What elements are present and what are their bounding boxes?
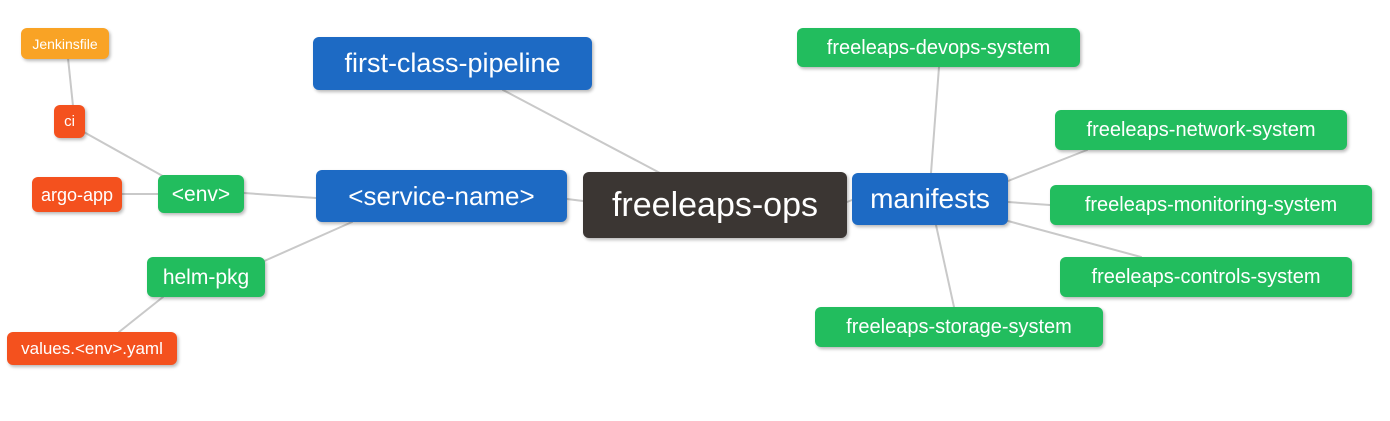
edge-service-name-freeleaps-ops bbox=[566, 198, 584, 202]
edge-manifests-freeleaps-monitoring-system bbox=[1007, 201, 1051, 206]
node-argo-app[interactable]: argo-app bbox=[32, 177, 122, 212]
edge-manifests-freeleaps-storage-system bbox=[935, 224, 955, 308]
node-helm-pkg[interactable]: helm-pkg bbox=[147, 257, 265, 297]
node-freeleaps-network-system[interactable]: freeleaps-network-system bbox=[1055, 110, 1347, 150]
edge-env-service-name bbox=[243, 192, 317, 199]
edge-manifests-freeleaps-controls-system bbox=[1007, 220, 1142, 258]
node-env[interactable]: <env> bbox=[158, 175, 244, 213]
node-freeleaps-storage-system[interactable]: freeleaps-storage-system bbox=[815, 307, 1103, 347]
edge-ci-env bbox=[81, 130, 169, 180]
node-values-env-yaml[interactable]: values.<env>.yaml bbox=[7, 332, 177, 365]
node-freeleaps-ops[interactable]: freeleaps-ops bbox=[583, 172, 847, 238]
node-freeleaps-devops-system[interactable]: freeleaps-devops-system bbox=[797, 28, 1080, 67]
edge-jenkinsfile-ci bbox=[67, 57, 74, 107]
edge-service-name-helm-pkg bbox=[261, 221, 353, 263]
node-freeleaps-controls-system[interactable]: freeleaps-controls-system bbox=[1060, 257, 1352, 297]
node-manifests[interactable]: manifests bbox=[852, 173, 1008, 225]
node-ci[interactable]: ci bbox=[54, 105, 85, 138]
edge-manifests-freeleaps-network-system bbox=[1007, 149, 1088, 182]
node-jenkinsfile[interactable]: Jenkinsfile bbox=[21, 28, 109, 59]
edge-helm-pkg-values-env-yaml bbox=[118, 296, 164, 333]
node-service-name[interactable]: <service-name> bbox=[316, 170, 567, 222]
edge-first-class-pipeline-freeleaps-ops bbox=[502, 89, 661, 174]
edge-manifests-freeleaps-devops-system bbox=[930, 66, 940, 174]
node-freeleaps-monitoring-system[interactable]: freeleaps-monitoring-system bbox=[1050, 185, 1372, 225]
node-first-class-pipeline[interactable]: first-class-pipeline bbox=[313, 37, 592, 90]
